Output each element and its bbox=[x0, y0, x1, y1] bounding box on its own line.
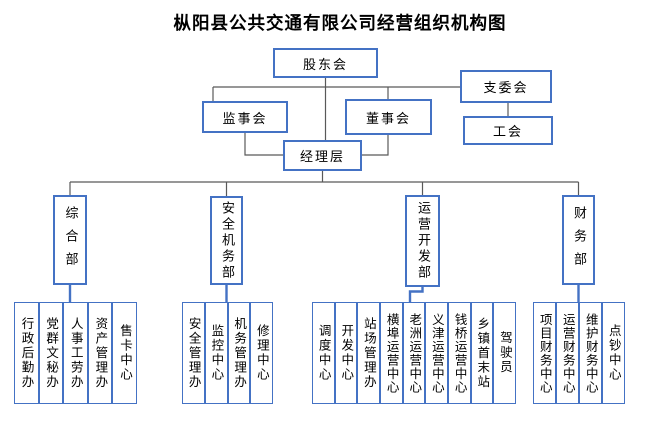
shareholders-box: 股东会 bbox=[273, 48, 378, 78]
unit-label: 钱桥运营中心 bbox=[452, 312, 468, 394]
unit-box: 行政后勤办 bbox=[14, 302, 39, 404]
chart-title: 枞阳县公共交通有限公司经营组织机构图 bbox=[173, 14, 507, 34]
dept-safety-label: 安全机务部 bbox=[219, 200, 234, 281]
unit-box: 人事工劳办 bbox=[63, 302, 88, 404]
dept-general-box: 综合部 bbox=[53, 195, 87, 285]
connector-operations-units bbox=[408, 287, 424, 302]
unit-label: 党群文秘办 bbox=[44, 316, 60, 390]
unit-box: 资产管理办 bbox=[87, 302, 113, 404]
unit-label: 维护财务中心 bbox=[583, 312, 599, 394]
connector-directors-managers bbox=[362, 135, 389, 156]
unit-box: 点钞中心 bbox=[602, 302, 625, 404]
shareholders-label: 股东会 bbox=[302, 57, 348, 73]
unit-box: 安全管理办 bbox=[182, 302, 205, 404]
managers-label: 经理层 bbox=[299, 150, 345, 165]
unit-label: 机务管理办 bbox=[232, 316, 248, 390]
unit-box: 党群文秘办 bbox=[38, 302, 64, 404]
unit-label: 老洲运营中心 bbox=[407, 312, 423, 394]
connector-supervisors-managers bbox=[244, 133, 283, 156]
party-committee-label: 支委会 bbox=[483, 81, 529, 96]
unit-box: 站场管理办 bbox=[357, 302, 380, 404]
unit-label: 点钞中心 bbox=[606, 324, 622, 382]
unit-box: 老洲运营中心 bbox=[402, 302, 426, 404]
unit-label: 监控中心 bbox=[209, 324, 225, 382]
supervisors-label: 监事会 bbox=[222, 111, 268, 127]
unit-box: 义津运营中心 bbox=[425, 302, 448, 404]
union-box: 工会 bbox=[463, 116, 553, 145]
party-committee-box: 支委会 bbox=[460, 70, 552, 103]
supervisors-box: 监事会 bbox=[202, 101, 288, 133]
unit-box: 驾驶员 bbox=[493, 302, 516, 404]
dept-operations-box: 运营开发部 bbox=[405, 195, 440, 287]
dept-general-label: 综合部 bbox=[62, 205, 78, 275]
directors-box: 董事会 bbox=[345, 99, 432, 135]
unit-label: 开发中心 bbox=[339, 324, 355, 382]
dept-safety-box: 安全机务部 bbox=[210, 196, 243, 285]
unit-label: 站场管理办 bbox=[361, 316, 377, 390]
unit-box: 钱桥运营中心 bbox=[448, 302, 471, 404]
unit-label: 售卡中心 bbox=[117, 324, 133, 382]
unit-box: 修理中心 bbox=[250, 302, 273, 404]
unit-label: 乡镇首末站 bbox=[475, 316, 491, 390]
unit-box: 售卡中心 bbox=[112, 302, 137, 404]
unit-label: 调度中心 bbox=[316, 324, 332, 382]
directors-label: 董事会 bbox=[365, 111, 411, 127]
managers-box: 经理层 bbox=[283, 140, 362, 171]
unit-label: 人事工劳办 bbox=[68, 316, 84, 390]
dept-operations-label: 运营开发部 bbox=[415, 201, 430, 281]
unit-box: 运营财务中心 bbox=[556, 302, 579, 404]
unit-box: 维护财务中心 bbox=[579, 302, 602, 404]
dept-finance-label: 财务部 bbox=[571, 205, 586, 275]
unit-label: 驾驶员 bbox=[497, 331, 513, 375]
unit-label: 行政后勤办 bbox=[19, 316, 35, 390]
unit-label: 安全管理办 bbox=[186, 316, 202, 390]
unit-box: 横埠运营中心 bbox=[380, 302, 403, 404]
unit-box: 乡镇首末站 bbox=[470, 302, 494, 404]
unit-box: 机务管理办 bbox=[227, 302, 251, 404]
unit-box: 项目财务中心 bbox=[533, 302, 556, 404]
unit-label: 资产管理办 bbox=[93, 316, 109, 390]
unit-label: 横埠运营中心 bbox=[384, 312, 400, 394]
dept-finance-box: 财务部 bbox=[562, 195, 595, 285]
unit-label: 义津运营中心 bbox=[429, 312, 445, 394]
unit-label: 运营财务中心 bbox=[560, 312, 576, 394]
unit-box: 监控中心 bbox=[204, 302, 228, 404]
unit-box: 开发中心 bbox=[334, 302, 358, 404]
unit-box: 调度中心 bbox=[312, 302, 335, 404]
union-label: 工会 bbox=[492, 125, 523, 140]
unit-label: 项目财务中心 bbox=[537, 312, 553, 394]
unit-label: 修理中心 bbox=[254, 324, 270, 382]
